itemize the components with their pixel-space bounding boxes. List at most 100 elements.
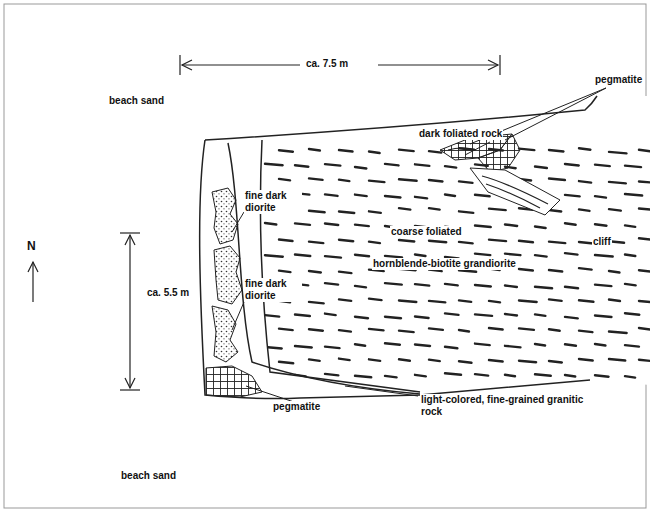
- foliation-dash: [369, 211, 381, 213]
- foliation-dash: [489, 209, 506, 211]
- foliation-dash: [535, 344, 545, 346]
- foliation-dash: [475, 254, 490, 256]
- foliation-dash: [519, 269, 533, 271]
- foliation-dash: [429, 208, 440, 210]
- foliation-dash: [369, 329, 384, 331]
- rock-label: hornblende-biotite grandiorite: [372, 258, 517, 270]
- foliation-dash: [415, 344, 430, 346]
- foliation-dash: [639, 209, 650, 211]
- foliation-dash: [565, 287, 578, 289]
- foliation-dash: [535, 227, 546, 229]
- foliation-dash: [505, 224, 517, 226]
- foliation-dash: [475, 344, 490, 346]
- foliation-dash: [355, 344, 365, 346]
- foliation-dash: [505, 286, 517, 288]
- foliation-dash: [309, 302, 324, 304]
- foliation-dash: [399, 179, 417, 181]
- foliation-dash: [265, 255, 283, 256]
- foliation-dash: [265, 376, 279, 378]
- foliation-dash: [549, 210, 561, 212]
- foliation-dash: [519, 328, 534, 330]
- foliation-dash: [609, 182, 626, 184]
- foliation-dash: [639, 270, 650, 272]
- foliation-dash: [355, 225, 369, 227]
- foliation-dash: [475, 226, 491, 228]
- foliation-dash: [445, 373, 461, 375]
- foliation-dash: [579, 209, 590, 211]
- foliation-dash: [535, 167, 547, 169]
- foliation-dash: [519, 241, 533, 243]
- foliation-dash: [325, 164, 340, 166]
- foliation-dash: [609, 331, 627, 333]
- north-label: N: [26, 240, 37, 252]
- foliation-dash: [579, 331, 592, 333]
- foliation-dash: [339, 180, 349, 182]
- foliation-dash: [595, 165, 610, 167]
- foliation-dash: [595, 285, 611, 287]
- ground-label: beach sand: [108, 95, 165, 107]
- foliation-dash: [415, 316, 429, 318]
- foliation-dash: [415, 164, 429, 166]
- foliation-dash: [279, 179, 290, 181]
- foliation-dash: [295, 346, 312, 348]
- foliation-dash: [429, 301, 445, 303]
- foliation-dash: [325, 256, 341, 258]
- rock-label: pegmatite: [594, 74, 643, 86]
- foliation-dash: [385, 283, 402, 285]
- foliation-dash: [625, 166, 641, 168]
- foliation-dash: [505, 254, 520, 256]
- foliation-dash: [475, 285, 491, 287]
- foliation-dash: [519, 300, 537, 302]
- foliation-dash: [415, 284, 429, 286]
- foliation-dash: [445, 166, 456, 168]
- foliation-dash: [339, 299, 351, 301]
- foliation-dash: [595, 196, 606, 198]
- foliation-dash: [625, 255, 635, 256]
- foliation-dash: [399, 208, 410, 210]
- foliation-dash: [489, 360, 503, 362]
- foliation-dash: [399, 150, 414, 152]
- foliation-dash: [595, 344, 605, 346]
- foliation-dash: [639, 360, 650, 362]
- foliation-dash: [309, 242, 323, 244]
- foliation-dash: [369, 152, 380, 154]
- rock-label: pegmatite: [272, 401, 321, 413]
- foliation-dash: [309, 271, 321, 273]
- foliation-dash: [385, 164, 399, 166]
- foliation-dash: [565, 223, 576, 225]
- foliation-dash: [279, 362, 293, 364]
- foliation-dash: [489, 301, 500, 303]
- foliation-dash: [295, 255, 310, 256]
- foliation-dash: [309, 211, 325, 213]
- foliation-dash: [309, 329, 323, 331]
- foliation-dash: [325, 374, 338, 376]
- rock-label: light-colored, fine-grained granitic roc…: [420, 394, 592, 418]
- foliation-dash: [625, 225, 635, 227]
- foliation-dash: [369, 242, 380, 244]
- foliation-dash: [549, 270, 562, 272]
- foliation-dash: [429, 151, 441, 153]
- foliation-dash: [429, 180, 443, 182]
- foliation-dash: [429, 360, 440, 362]
- foliation-dash: [445, 313, 459, 315]
- foliation-dash: [535, 255, 547, 257]
- foliation-dash: [639, 301, 650, 303]
- foliation-dash: [625, 194, 642, 196]
- foliation-dash: [279, 271, 290, 273]
- foliation-dash: [355, 317, 368, 319]
- foliation-dash: [549, 150, 563, 152]
- foliation-dash: [355, 255, 369, 256]
- foliation-dash: [459, 270, 476, 272]
- foliation-dash: [445, 347, 457, 349]
- foliation-dash: [399, 300, 416, 302]
- foliation-dash: [355, 167, 366, 169]
- foliation-dash: [325, 194, 338, 196]
- foliation-dash: [609, 209, 621, 211]
- foliation-dash: [309, 149, 320, 151]
- foliation-dash: [355, 376, 371, 378]
- foliation-dash: [639, 181, 650, 183]
- foliation-dash: [415, 254, 425, 256]
- foliation-dash: [369, 359, 380, 361]
- foliation-dash: [339, 272, 351, 274]
